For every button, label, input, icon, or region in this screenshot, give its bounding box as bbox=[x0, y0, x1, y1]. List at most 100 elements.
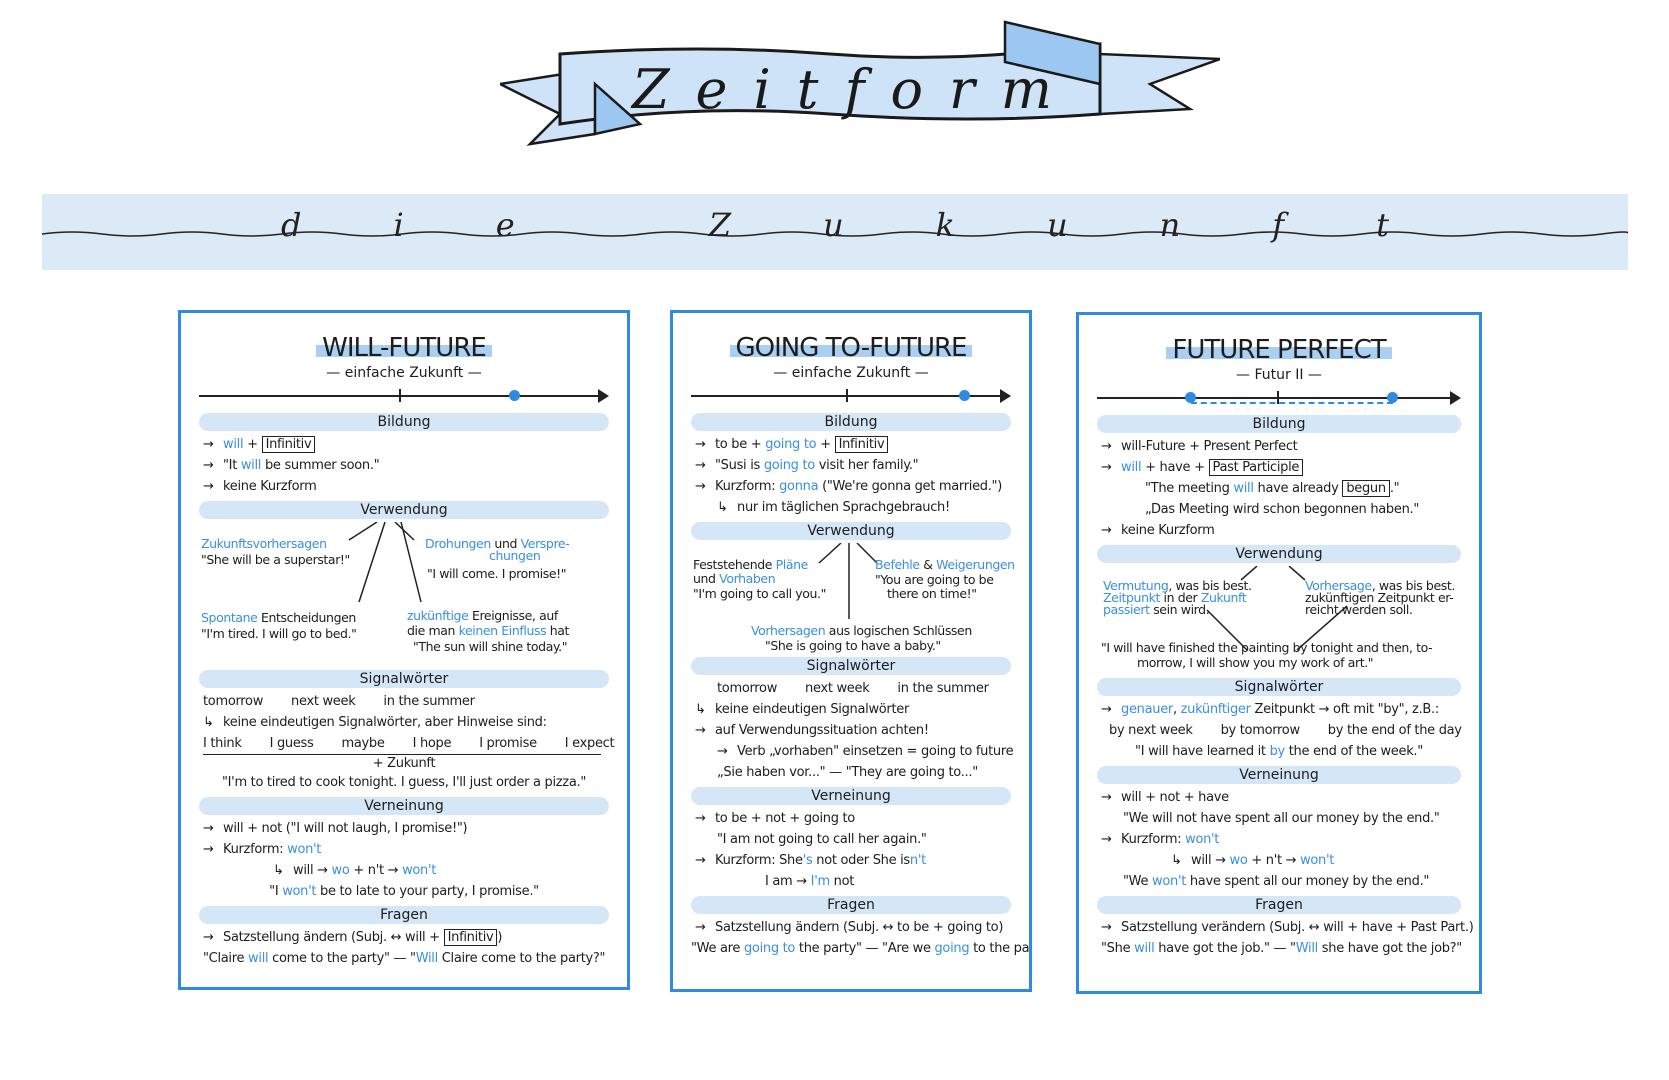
list-item: →keine Kurzform bbox=[203, 476, 605, 497]
arrow-right-icon: → bbox=[203, 821, 214, 836]
example: "We will not have spent all our money by… bbox=[1123, 811, 1440, 826]
list-item: →to be + going to + Infinitiv bbox=[695, 434, 1007, 455]
example: "She will have got the job." — "Will she… bbox=[1101, 941, 1462, 956]
list-item: →will-Future + Present Perfect bbox=[1101, 436, 1457, 457]
usage-diagram: Zukunftsvorhersagen "She will be a super… bbox=[199, 522, 609, 666]
list-item: ↳keine eindeutigen Signalwörter bbox=[695, 699, 1007, 720]
subtitle-strip: die Zukunft bbox=[42, 194, 1628, 270]
section-bildung: Bildung bbox=[691, 413, 1011, 431]
card-will-future: WILL-FUTURE — einfache Zukunft — Bildung… bbox=[178, 310, 630, 990]
arrow-right-icon: → bbox=[1101, 460, 1112, 475]
section-signalwoerter: Signalwörter bbox=[1097, 678, 1461, 696]
arrow-right-icon: → bbox=[1101, 439, 1112, 454]
list-item: →"It will be summer soon." bbox=[203, 455, 605, 476]
example: "I will have learned it by the end of th… bbox=[1135, 744, 1423, 759]
section-fragen: Fragen bbox=[1097, 896, 1461, 914]
timeline bbox=[199, 383, 609, 409]
arrow-right-icon: → bbox=[203, 437, 214, 452]
list-item: →Kurzform: gonna ("We're gonna get marri… bbox=[695, 476, 1007, 497]
list-item: →keine Kurzform bbox=[1101, 520, 1457, 541]
list-item: →Satzstellung ändern (Subj. ↔ to be + go… bbox=[695, 917, 1007, 938]
section-verwendung: Verwendung bbox=[691, 522, 1011, 540]
arrow-right-icon: → bbox=[1101, 832, 1112, 847]
arrow-right-icon bbox=[1000, 389, 1011, 403]
list-item: →Verb „vorhaben" einsetzen = going to fu… bbox=[695, 741, 1014, 762]
list-item: →Kurzform: won't bbox=[1101, 829, 1457, 850]
hook-arrow-icon: ↳ bbox=[695, 702, 706, 717]
card-title: WILL-FUTURE bbox=[316, 333, 492, 363]
list-item: →"Susi is going to visit her family." bbox=[695, 455, 1007, 476]
card-future-perfect: FUTURE PERFECT — Futur II — Bildung →wil… bbox=[1076, 312, 1482, 994]
list-item: I am → I'm not bbox=[765, 874, 855, 889]
list-item: →will + not + have bbox=[1101, 787, 1457, 808]
timeline bbox=[691, 383, 1011, 409]
timeline-point bbox=[1387, 392, 1398, 403]
hook-arrow-icon: ↳ bbox=[203, 715, 214, 730]
section-fragen: Fragen bbox=[691, 896, 1011, 914]
list-item: ↳will → wo + n't → won't bbox=[203, 860, 605, 881]
list-item: →will + have + Past Participle bbox=[1101, 457, 1457, 478]
example: "We are going to the party" — "Are we go… bbox=[691, 941, 1030, 956]
list-item: ↳keine eindeutigen Signalwörter, aber Hi… bbox=[203, 712, 605, 733]
arrow-right-icon: → bbox=[695, 920, 706, 935]
example: "The meeting will have already begun." bbox=[1145, 480, 1400, 497]
arrow-right-icon: → bbox=[1101, 790, 1112, 805]
section-verwendung: Verwendung bbox=[1097, 545, 1461, 563]
example: "I am not going to call her again." bbox=[717, 832, 927, 847]
card-subtitle: — einfache Zukunft — bbox=[326, 365, 482, 381]
list-item: →Kurzform: won't bbox=[203, 839, 605, 860]
arrow-right-icon: → bbox=[717, 744, 728, 759]
example: "Claire will come to the party" — "Will … bbox=[203, 951, 606, 966]
timeline-point bbox=[509, 390, 520, 401]
list-item: ↳will → wo + n't → won't bbox=[1101, 850, 1457, 871]
arrow-right-icon: → bbox=[695, 458, 706, 473]
arrow-right-icon: → bbox=[695, 853, 706, 868]
arrow-right-icon bbox=[1450, 391, 1461, 405]
page-title: Zeitform bbox=[632, 58, 1078, 121]
list-item: →will + not ("I will not laugh, I promis… bbox=[203, 818, 605, 839]
hook-arrow-icon: ↳ bbox=[1171, 853, 1182, 868]
card-going-to-future: GOING TO-FUTURE — einfache Zukunft — Bil… bbox=[670, 310, 1032, 992]
title-banner: Zeitform bbox=[500, 14, 1220, 154]
arrow-right-icon: → bbox=[203, 842, 214, 857]
arrow-right-icon: → bbox=[203, 479, 214, 494]
list-item: →Satzstellung verändern (Subj. ↔ will + … bbox=[1101, 917, 1474, 938]
example: "I won't be to late to your party, I pro… bbox=[269, 884, 539, 899]
timeline-point bbox=[1185, 392, 1196, 403]
card-subtitle: — einfache Zukunft — bbox=[773, 365, 929, 381]
timeline-point bbox=[959, 390, 970, 401]
arrow-right-icon: → bbox=[1101, 920, 1112, 935]
list-item: + Zukunft bbox=[372, 756, 436, 771]
arrow-right-icon: → bbox=[1101, 702, 1112, 717]
arrow-right-icon: → bbox=[203, 930, 214, 945]
hook-arrow-icon: ↳ bbox=[717, 500, 728, 515]
timeline bbox=[1097, 385, 1461, 411]
section-bildung: Bildung bbox=[1097, 415, 1461, 433]
section-verneinung: Verneinung bbox=[691, 787, 1011, 805]
list-item: →will + Infinitiv bbox=[203, 434, 605, 455]
list-item: →to be + not + going to bbox=[695, 808, 1007, 829]
section-verwendung: Verwendung bbox=[199, 501, 609, 519]
list-item: ↳nur im täglichen Sprachgebrauch! bbox=[695, 497, 1007, 518]
arrow-right-icon: → bbox=[203, 458, 214, 473]
arrow-right-icon: → bbox=[695, 811, 706, 826]
usage-diagram: Feststehende Pläne und Vorhaben "I'm goi… bbox=[691, 543, 1015, 653]
list-item: →auf Verwendungssituation achten! bbox=[695, 720, 1007, 741]
usage-diagram: Vermutung, was bis best. Zeitpunkt in de… bbox=[1097, 566, 1461, 674]
example: „Das Meeting wird schon begonnen haben." bbox=[1145, 502, 1420, 517]
list-item: →Kurzform: She's not oder She isn't bbox=[695, 850, 1007, 871]
section-verneinung: Verneinung bbox=[199, 797, 609, 815]
ribbon-shape bbox=[500, 20, 1220, 146]
list-item: →Satzstellung ändern (Subj. ↔ will + Inf… bbox=[203, 927, 605, 948]
wavy-line bbox=[42, 231, 1628, 237]
example: "I'm to tired to cook tonight. I guess, … bbox=[221, 775, 587, 790]
arrow-right-icon bbox=[598, 389, 609, 403]
example: "We won't have spent all our money by th… bbox=[1123, 874, 1430, 889]
section-subtitle: die Zukunft bbox=[281, 206, 1481, 244]
section-bildung: Bildung bbox=[199, 413, 609, 431]
arrow-right-icon: → bbox=[695, 479, 706, 494]
